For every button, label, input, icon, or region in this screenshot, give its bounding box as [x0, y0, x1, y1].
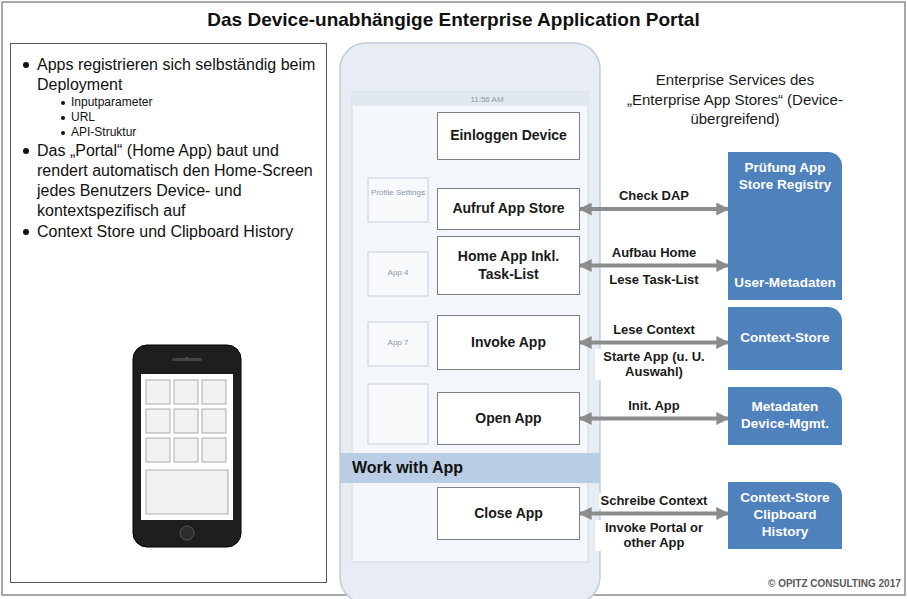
double-arrow	[580, 207, 728, 211]
service-box: Metadaten Device-Mgmt.	[728, 387, 842, 445]
arrow-label: Lese Context	[611, 322, 697, 338]
bullet-text: Apps registrieren sich selbständig beim …	[37, 55, 316, 95]
service-box: Context-Store	[728, 307, 842, 370]
bullet-dot	[23, 62, 29, 68]
service-box: Context-Store Clipboard History	[728, 482, 842, 549]
double-arrow	[580, 264, 728, 268]
bullet-item: URL	[61, 110, 316, 125]
app-tile-label: App 4	[368, 268, 428, 277]
process-box: Einloggen Device	[437, 112, 580, 160]
bullet-item: Inputparameter	[61, 95, 316, 110]
copyright-note: © OPITZ CONSULTING 2017	[768, 578, 901, 589]
bullet-item: Das „Portal“ (Home App) baut und rendert…	[21, 141, 316, 221]
process-box: Home App Inkl. Task-List	[437, 236, 580, 295]
process-box: Open App	[437, 392, 580, 445]
box-text: User-Metadaten	[734, 275, 835, 292]
app-tile-label: Profile Settings	[368, 188, 428, 197]
diagram-title: Das Device-unabhängige Enterprise Applic…	[0, 9, 907, 31]
bullet-text: URL	[71, 110, 95, 125]
service-box: Prüfung App Store RegistryUser-Metadaten	[728, 152, 842, 300]
bullet-dot	[61, 101, 65, 105]
bullet-item: Context Store und Clipboard History	[21, 222, 316, 242]
box-text: Open App	[475, 410, 541, 428]
column-heading: Enterprise Services des „Enterprise App …	[625, 70, 845, 129]
arrow-label: Invoke Portal or other App	[595, 520, 713, 551]
box-text: Aufruf App Store	[452, 200, 564, 218]
arrow-label: Lese Task-List	[607, 272, 700, 288]
arrow-label: Aufbau Home	[610, 245, 699, 261]
box-text: Home App Inkl. Task-List	[444, 248, 573, 283]
bullet-dot	[23, 148, 29, 154]
box-text: Prüfung App Store Registry	[734, 160, 836, 194]
double-arrow	[580, 417, 728, 421]
tablet-illustration	[340, 43, 600, 599]
arrow-label: Check DAP	[617, 188, 691, 204]
arrow-label: Init. App	[626, 398, 682, 414]
double-arrow	[580, 512, 728, 516]
box-text: Close App	[474, 505, 543, 523]
box-text: Context-Store	[740, 330, 829, 347]
process-box: Invoke App	[437, 315, 580, 370]
bullet-text: API-Struktur	[71, 125, 136, 140]
arrow-label: Starte App (u. U. Auswahl)	[595, 349, 713, 380]
bullet-dot	[23, 229, 29, 235]
box-text: Work with App	[352, 459, 463, 477]
box-text: Metadaten Device-Mgmt.	[734, 399, 836, 433]
process-box: Close App	[437, 487, 580, 540]
box-text: Invoke App	[471, 334, 546, 352]
info-panel: Apps registrieren sich selbständig beim …	[10, 43, 327, 583]
bullet-text: Context Store und Clipboard History	[37, 222, 293, 242]
app-tile-label: App 7	[368, 338, 428, 347]
bullet-text: Das „Portal“ (Home App) baut und rendert…	[37, 141, 316, 221]
process-box: Aufruf App Store	[437, 188, 580, 230]
box-text: Einloggen Device	[450, 127, 567, 145]
bullet-item: API-Struktur	[61, 125, 316, 140]
arrow-label: Schreibe Context	[599, 493, 710, 509]
bullet-text: Inputparameter	[71, 95, 152, 110]
box-text: Context-Store Clipboard History	[734, 490, 836, 541]
smartphone-illustration	[133, 345, 241, 547]
bullet-dot	[61, 131, 65, 135]
double-arrow	[580, 341, 728, 345]
bullet-item: Apps registrieren sich selbständig beim …	[21, 55, 316, 95]
step-band: Work with App	[340, 453, 600, 483]
bullet-dot	[61, 116, 65, 120]
status-bar-text: 11:56 AM	[452, 95, 522, 104]
